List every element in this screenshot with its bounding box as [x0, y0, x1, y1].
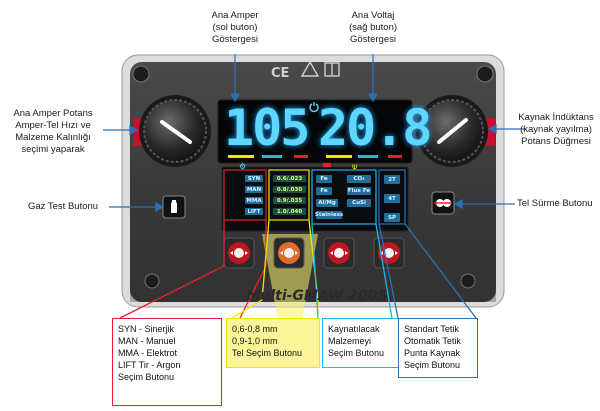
- right-knob: [416, 95, 495, 167]
- wire-item: 0.6/.023: [273, 175, 306, 182]
- material-connector: [311, 223, 393, 319]
- callout-gas-test: Gaz Test Butonu: [28, 201, 99, 212]
- display-indicator-bars: [228, 155, 402, 158]
- svg-text:⚙: ⚙: [239, 162, 246, 171]
- material-highlight: [311, 169, 377, 225]
- gas-test-button: [162, 195, 186, 219]
- wire-label-box: 0,6-0,8 mm 0,9-1,0 mm Tel Seçim Butonu: [226, 318, 320, 368]
- wire-item: 1.0/.040: [273, 208, 306, 215]
- callout-amp-knob: Ana Amper Potans Amper-Tel Hızı ve Malze…: [13, 108, 93, 155]
- svg-text:CE: CE: [271, 66, 289, 81]
- svg-text:ψ: ψ: [352, 162, 357, 171]
- trigger-label-box: Standart Tetik Otomatik Tetik Punta Kayn…: [398, 318, 478, 378]
- power-icon: [309, 102, 319, 113]
- trigger-item: SP: [384, 213, 400, 222]
- volt-display: 20.8: [318, 99, 432, 157]
- material-item: Fe: [316, 175, 332, 183]
- callout-wire-feed: Tel Sürme Butonu: [517, 198, 593, 209]
- mode-item: MAN: [245, 186, 263, 193]
- wire-item: 0.9/.035: [273, 197, 306, 204]
- mode-label-box: SYN - Sinerjik MAN - Manuel MMA - Elektr…: [112, 318, 222, 406]
- trigger-item: 2T: [384, 175, 400, 184]
- wire-highlight: [268, 169, 310, 221]
- wire-feed-button: [431, 191, 455, 215]
- trigger-connector: [378, 223, 477, 319]
- wire-item: 0.8/.030: [273, 186, 306, 193]
- callout-arrows: [103, 54, 526, 213]
- cert-marks-icon: CE: [271, 60, 340, 81]
- display-window: [217, 99, 413, 164]
- brand-name: Multi-GMAW 200S: [246, 288, 388, 304]
- material-item: Fe: [316, 187, 332, 195]
- material-item: Flux Fe: [347, 187, 371, 195]
- corner-screws: [132, 65, 494, 289]
- mode-connector: [119, 220, 267, 319]
- callout-inductance-knob: Kaynak İndüktans (kaynak yayılma) Potans…: [518, 112, 594, 147]
- material-item: Al/Mg: [316, 199, 338, 207]
- mode-item: SYN: [245, 175, 263, 182]
- mode-item: LIFT: [245, 208, 263, 215]
- trigger-highlight: [378, 169, 406, 225]
- left-knob: [133, 95, 211, 167]
- material-item: CO₂: [347, 175, 371, 183]
- trigger-item: 4T: [384, 194, 400, 203]
- amp-display: 105: [224, 99, 310, 157]
- material-label-box: Kaynatılacak Malzemeyi Seçim Butonu: [322, 318, 400, 368]
- material-item: CuSi: [347, 199, 371, 207]
- mode-item: MMA: [245, 197, 263, 204]
- mode-highlight: [223, 169, 267, 221]
- wire-select-button: [273, 237, 305, 269]
- callout-amp-display: Ana Amper (sol buton) Göstergesi: [211, 10, 259, 45]
- callout-volt-display: Ana Voltaj (sağ buton) Göstergesi: [348, 10, 398, 45]
- material-select-button: [323, 237, 355, 269]
- mode-select-button: [223, 237, 255, 269]
- material-item: Stainless: [314, 211, 344, 219]
